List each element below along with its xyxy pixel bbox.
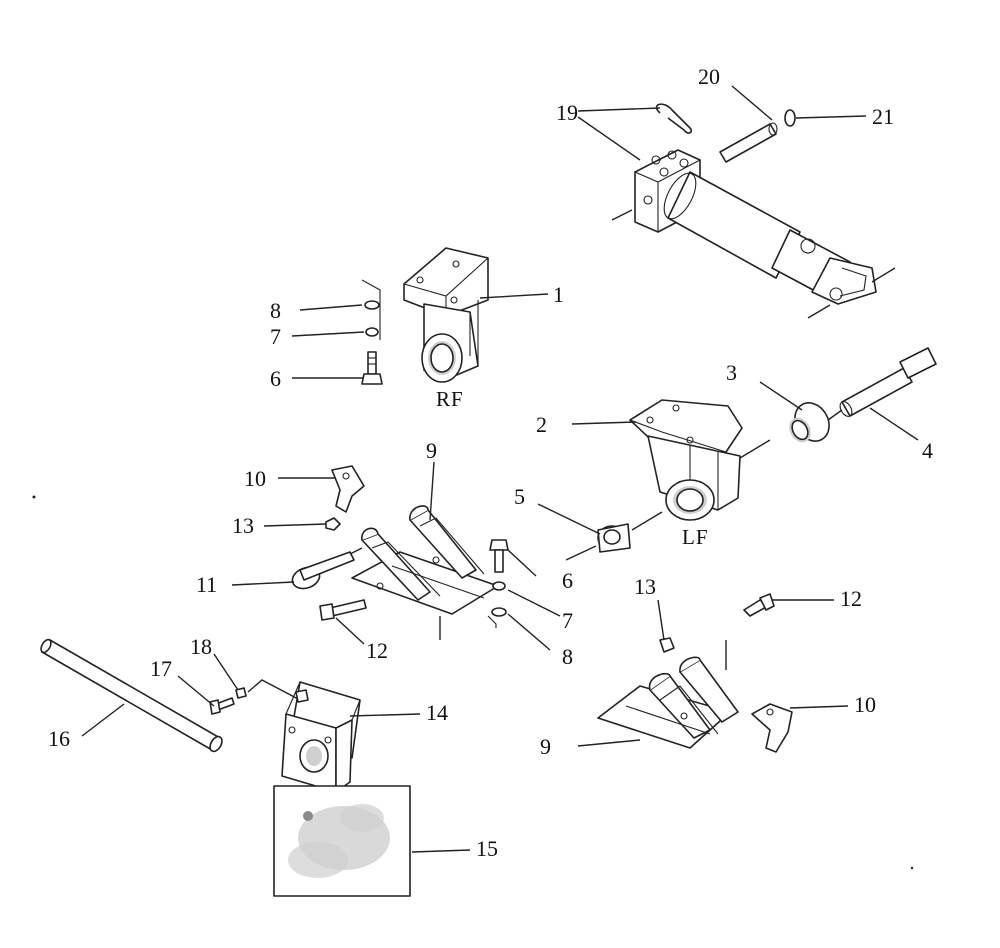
hairpin-19	[655, 103, 693, 134]
callout-7b: 7	[562, 608, 573, 633]
callout-8a: 8	[270, 298, 281, 323]
lever-16	[40, 638, 223, 753]
callout-14: 14	[426, 700, 448, 725]
callout-11: 11	[196, 572, 217, 597]
callout-13a: 13	[232, 513, 254, 538]
callout-5: 5	[514, 484, 525, 509]
callout-1: 1	[553, 282, 564, 307]
callout-13b: 13	[634, 574, 656, 599]
label-rf: RF	[436, 387, 464, 411]
bushing-5	[565, 511, 663, 561]
callout-6b: 6	[562, 568, 573, 593]
callout-10b: 10	[854, 692, 876, 717]
bolt-6-washers-right	[487, 539, 509, 628]
bolt-17-nut-18	[209, 679, 301, 715]
callout-numbers: 1 2 3 4 5 6 6 7 7 8 8 9 9 10 10 11 12 12…	[48, 64, 933, 861]
lynch-pin-11	[291, 547, 363, 590]
leader-lines	[81, 85, 919, 853]
clip-21	[784, 109, 796, 127]
callout-7a: 7	[270, 324, 281, 349]
callout-12a: 12	[366, 638, 388, 663]
callout-8b: 8	[562, 644, 573, 669]
callout-12b: 12	[840, 586, 862, 611]
bolt-12-right	[743, 593, 775, 617]
bracket-14	[281, 681, 361, 793]
mount-bracket-9-left	[351, 505, 499, 640]
callout-10a: 10	[244, 466, 266, 491]
mount-bracket-9-right	[597, 640, 739, 749]
callout-20: 20	[698, 64, 720, 89]
lock-plate-10-right	[751, 703, 793, 753]
callout-4: 4	[922, 438, 933, 463]
pin-20	[719, 122, 778, 163]
lock-plate-10-left	[331, 465, 365, 513]
callout-6a: 6	[270, 366, 281, 391]
nut-13-right	[659, 637, 675, 653]
callout-17: 17	[150, 656, 172, 681]
bolt-6-washers-left	[361, 279, 383, 385]
callout-9b: 9	[540, 734, 551, 759]
callout-21: 21	[872, 104, 894, 129]
bolt-12-left	[319, 599, 367, 621]
position-labels: RF LF	[436, 387, 709, 549]
callout-15: 15	[476, 836, 498, 861]
nut-13-left	[325, 517, 341, 531]
callout-19: 19	[556, 100, 578, 125]
callout-18: 18	[190, 634, 212, 659]
bushing-3	[789, 402, 830, 443]
callout-16: 16	[48, 726, 70, 751]
hydraulic-cylinder	[611, 149, 896, 319]
pivot-bracket-lf	[629, 399, 771, 521]
label-lf: LF	[682, 525, 709, 549]
callout-9a: 9	[426, 438, 437, 463]
callout-3: 3	[726, 360, 737, 385]
decal-inset-15	[273, 785, 411, 897]
pivot-bracket-rf	[403, 247, 489, 383]
pin-4	[827, 347, 937, 421]
callout-2: 2	[536, 412, 547, 437]
